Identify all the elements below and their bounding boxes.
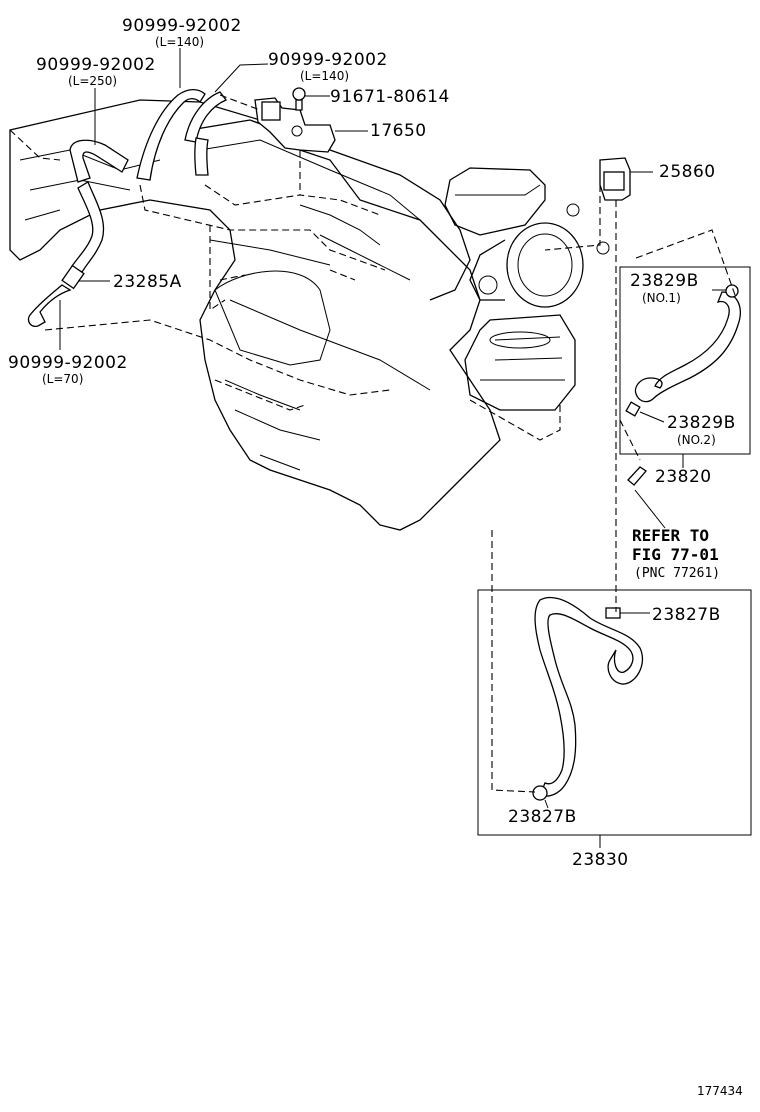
length-label-hose-140-a: (L=140) [155, 35, 205, 49]
part-label-hose-23820[interactable]: 23820 [655, 467, 712, 487]
hose-23820-part [627, 466, 647, 486]
refer-line-2[interactable]: FIG 77-01 [632, 545, 719, 564]
part-label-hose-70[interactable]: 90999-92002 [8, 353, 128, 373]
reference-leader-lines [9, 94, 736, 793]
engine-assembly-illustration [9, 99, 610, 531]
vsv-assembly [254, 87, 336, 153]
part-label-hose-assy[interactable]: 23830 [572, 850, 629, 870]
valve-25860 [599, 157, 631, 201]
part-label-hose-140-b[interactable]: 90999-92002 [268, 50, 388, 70]
note-label-clip-no1: (NO.1) [642, 291, 681, 305]
hose-23830-inset [477, 589, 752, 836]
part-label-clamp-top[interactable]: 23827B [652, 605, 721, 625]
part-label-valve[interactable]: 25860 [659, 162, 716, 182]
hose-23820-inset [619, 266, 751, 455]
part-label-bolt[interactable]: 91671-80614 [330, 87, 450, 107]
part-label-check-valve[interactable]: 23285A [113, 272, 182, 292]
vacuum-hoses-top [27, 88, 228, 327]
refer-line-1: REFER TO [632, 526, 710, 545]
part-label-vsv[interactable]: 17650 [370, 121, 427, 141]
refer-line-3: (PNC 77261) [634, 566, 721, 581]
part-label-hose-140-a[interactable]: 90999-92002 [122, 16, 242, 36]
label-leader-lines [59, 48, 726, 848]
part-label-clamp-bottom[interactable]: 23827B [508, 807, 577, 827]
length-label-hose-140-b: (L=140) [300, 69, 350, 83]
part-label-hose-250[interactable]: 90999-92002 [36, 55, 156, 75]
figure-number: 177434 [697, 1084, 743, 1098]
length-label-hose-70: (L=70) [42, 372, 84, 386]
note-label-clip-no2: (NO.2) [677, 433, 716, 447]
part-label-clip-no2[interactable]: 23829B [667, 413, 736, 433]
part-label-clip-no1[interactable]: 23829B [630, 271, 699, 291]
length-label-hose-250: (L=250) [68, 74, 118, 88]
